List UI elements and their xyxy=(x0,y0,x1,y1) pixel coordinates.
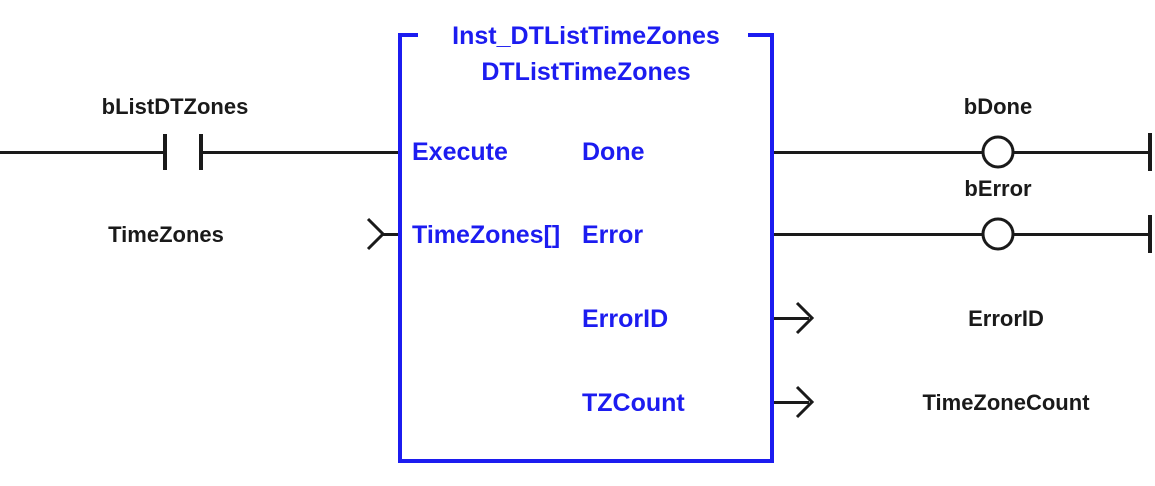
tzcount-variable-label[interactable]: TimeZoneCount xyxy=(922,390,1090,415)
tzcount-wire xyxy=(774,401,809,404)
right-power-rail xyxy=(1148,133,1152,171)
instance-name: Inst_DTListTimeZones xyxy=(452,22,720,50)
contact-left-bar xyxy=(163,134,167,170)
error-wire-right xyxy=(1014,233,1150,236)
coil-variable-label[interactable]: bDone xyxy=(964,94,1032,119)
block-top-border-left xyxy=(398,33,418,37)
pin-error: Error xyxy=(582,221,643,249)
contact-to-execute-wire xyxy=(203,151,398,154)
error-wire-left xyxy=(774,233,982,236)
coil-variable-label[interactable]: bError xyxy=(964,176,1032,201)
pin-execute: Execute xyxy=(412,138,508,166)
pin-errorid: ErrorID xyxy=(582,305,668,333)
output-tzcount: TimeZoneCount xyxy=(774,385,1090,419)
contact-right-bar xyxy=(199,134,203,170)
block-top-border-right xyxy=(748,33,774,37)
rung-done: bDone xyxy=(774,94,1152,171)
coil-icon xyxy=(981,135,1015,169)
pin-tzcount: TZCount xyxy=(582,389,685,417)
input-timezones: TimeZones xyxy=(108,217,398,251)
right-power-rail xyxy=(1148,215,1152,253)
left-power-wire xyxy=(0,151,163,154)
rung-error: bError xyxy=(774,176,1152,253)
done-wire-right xyxy=(1014,151,1150,154)
rung-execute: bListDTZones xyxy=(0,94,398,170)
output-arrow-icon xyxy=(795,385,815,419)
pin-done: Done xyxy=(582,138,645,166)
contact-variable-label[interactable]: bListDTZones xyxy=(102,94,249,119)
block-type-name: DTListTimeZones xyxy=(481,58,690,86)
pin-timezones: TimeZones[] xyxy=(412,221,560,249)
errorid-variable-label[interactable]: ErrorID xyxy=(968,306,1044,331)
errorid-wire xyxy=(774,317,809,320)
block-right-border xyxy=(770,33,774,463)
done-wire-left xyxy=(774,151,982,154)
timezones-variable-label[interactable]: TimeZones xyxy=(108,222,224,247)
function-block[interactable]: Inst_DTListTimeZones DTListTimeZones Exe… xyxy=(398,22,774,463)
output-errorid: ErrorID xyxy=(774,301,1044,335)
input-arrow-wire xyxy=(383,233,398,236)
block-left-border xyxy=(398,33,402,463)
input-arrow-icon xyxy=(366,217,386,251)
block-bottom-border xyxy=(398,459,774,463)
coil-icon xyxy=(981,217,1015,251)
output-arrow-icon xyxy=(795,301,815,335)
